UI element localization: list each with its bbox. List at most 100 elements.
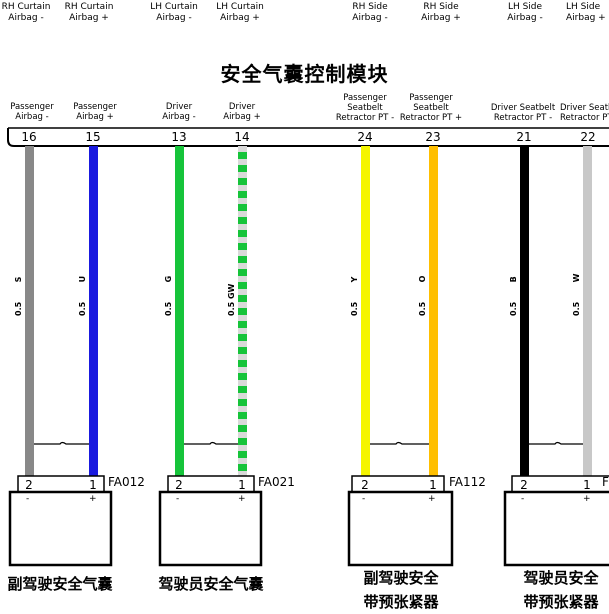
pin-desc-line: Passenger: [73, 102, 117, 112]
connector-pin-fa021-b: 1: [238, 478, 246, 492]
wire-label-16: 0.5 S: [14, 277, 23, 316]
pin-desc-line: Airbag -: [162, 112, 196, 122]
wire-size: 0.5: [509, 301, 518, 316]
connector-pin-fa112-b: 1: [429, 478, 437, 492]
pin-desc-line: Passenger: [343, 93, 387, 103]
pin-number-13: 13: [171, 130, 187, 144]
device-name-line: 驾驶员安全: [523, 569, 599, 587]
wire-code: GW: [227, 283, 236, 300]
pin-desc-line: Retractor PT -: [493, 113, 553, 123]
wire-label-22: 0.5 W: [572, 274, 581, 317]
top-label-rh-curtain-plus: RH Curtain Airbag +: [62, 2, 116, 24]
device-box-3: [347, 490, 454, 567]
top-label-line1: RH Side: [352, 2, 388, 12]
connector-name-f: F: [602, 475, 609, 489]
connector-pin-fa012-a: 2: [25, 478, 33, 492]
pin-number-14: 14: [234, 130, 250, 144]
top-label-lh-curtain-plus: LH Curtain Airbag +: [213, 2, 267, 24]
pin-number-22: 22: [580, 130, 596, 144]
wire-13: [175, 146, 184, 477]
pin-desc-line: Passenger: [409, 93, 453, 103]
wire-label-13: 0.5 G: [164, 276, 173, 316]
pin-desc-line: Retractor PT +: [399, 113, 463, 123]
pin-desc-22: Driver Seatbelt Retractor PT +: [560, 103, 609, 123]
polarity-plus: +: [428, 494, 436, 504]
pin-desc-21: Driver Seatbelt Retractor PT -: [488, 103, 558, 123]
top-label-line2: Airbag -: [156, 13, 192, 23]
twist-mark-2: [184, 441, 238, 445]
device-name-line: 驾驶员安全气囊: [158, 575, 264, 593]
device-name-line: 副驾驶安全: [363, 569, 439, 587]
polarity-plus: +: [238, 494, 246, 504]
connector-pin-fa021-a: 2: [175, 478, 183, 492]
pin-number-21: 21: [516, 130, 532, 144]
wire-label-24: 0.5 Y: [350, 277, 359, 316]
pin-number-23: 23: [425, 130, 441, 144]
top-label-line2: Airbag +: [421, 13, 461, 23]
wire-size: 0.5: [572, 301, 581, 316]
pin-desc-24: Passenger Seatbelt Retractor PT -: [332, 93, 398, 123]
wire-size: 0.5: [164, 301, 173, 316]
wire-code: Y: [350, 276, 359, 283]
pin-desc-line: Seatbelt: [413, 103, 449, 113]
pin-desc-15: Passenger Airbag +: [68, 102, 122, 122]
wire-code: S: [14, 276, 23, 283]
polarity-plus: +: [89, 494, 97, 504]
pin-desc-13: Driver Airbag -: [154, 102, 204, 122]
wire-label-15: 0.5 U: [78, 276, 87, 316]
top-label-line2: Airbag +: [220, 13, 260, 23]
pin-desc-line: Passenger: [10, 102, 54, 112]
top-label-line2: Airbag -: [507, 13, 543, 23]
wire-code: W: [572, 273, 581, 283]
top-label-line2: Airbag +: [69, 13, 109, 23]
connector-pin-f-b: 1: [583, 478, 591, 492]
top-label-line1: LH Side: [566, 2, 601, 12]
pin-desc-14: Driver Airbag +: [217, 102, 267, 122]
top-label-line1: LH Curtain: [216, 2, 264, 12]
polarity-minus: -: [362, 494, 366, 504]
wire-15: [89, 146, 98, 477]
pin-number-16: 16: [21, 130, 37, 144]
top-label-line1: LH Side: [507, 2, 543, 12]
device-box-4: [503, 490, 609, 567]
wire-code: G: [164, 275, 173, 283]
pin-desc-line: Driver: [228, 102, 256, 112]
device-box-1: [8, 490, 113, 567]
twist-mark-3: [370, 441, 429, 445]
polarity-minus: -: [176, 494, 180, 504]
wire-size: 0.5: [418, 301, 427, 316]
pin-number-15: 15: [85, 130, 101, 144]
top-label-line2: Airbag -: [8, 13, 44, 23]
wire-size: 0.5: [14, 301, 23, 316]
connector-name-fa012: FA012: [108, 475, 145, 489]
top-label-rh-side-minus: RH Side Airbag -: [345, 2, 395, 24]
pin-desc-line: Retractor PT -: [335, 113, 395, 123]
wire-21: [520, 146, 529, 477]
module-title: 安全气囊控制模块: [220, 62, 389, 86]
top-label-line1: RH Side: [423, 2, 459, 12]
pin-desc-23: Passenger Seatbelt Retractor PT +: [398, 93, 464, 123]
wire-label-14: 0.5 GW: [227, 284, 236, 316]
pin-desc-line: Airbag -: [15, 112, 49, 122]
twist-mark-1: [34, 441, 89, 445]
polarity-minus: -: [26, 494, 30, 504]
device-name-passenger-airbag: 副驾驶安全气囊: [0, 572, 120, 596]
pin-desc-line: Retractor PT +: [560, 113, 609, 123]
device-name-driver-airbag: 驾驶员安全气囊: [150, 572, 272, 596]
device-name-line: 带预张紧器: [363, 593, 439, 611]
pin-desc-line: Driver: [165, 102, 193, 112]
pin-desc-line: Driver Seatbelt: [560, 103, 609, 113]
wire-code: U: [78, 275, 87, 283]
top-label-rh-curtain-minus: RH Curtain Airbag -: [0, 2, 52, 24]
connector-name-fa021: FA021: [258, 475, 295, 489]
top-label-lh-curtain-minus: LH Curtain Airbag -: [147, 2, 201, 24]
wire-label-21: 0.5 B: [509, 276, 518, 316]
pin-desc-line: Seatbelt: [347, 103, 383, 113]
pin-desc-line: Driver Seatbelt: [490, 103, 556, 113]
wire-size: 0.5: [227, 301, 236, 316]
polarity-plus: +: [583, 494, 591, 504]
connector-pin-fa012-b: 1: [89, 478, 97, 492]
wire-label-23: 0.5 O: [418, 276, 427, 316]
pin-desc-line: Airbag +: [223, 112, 261, 122]
wire-code: B: [509, 276, 518, 283]
